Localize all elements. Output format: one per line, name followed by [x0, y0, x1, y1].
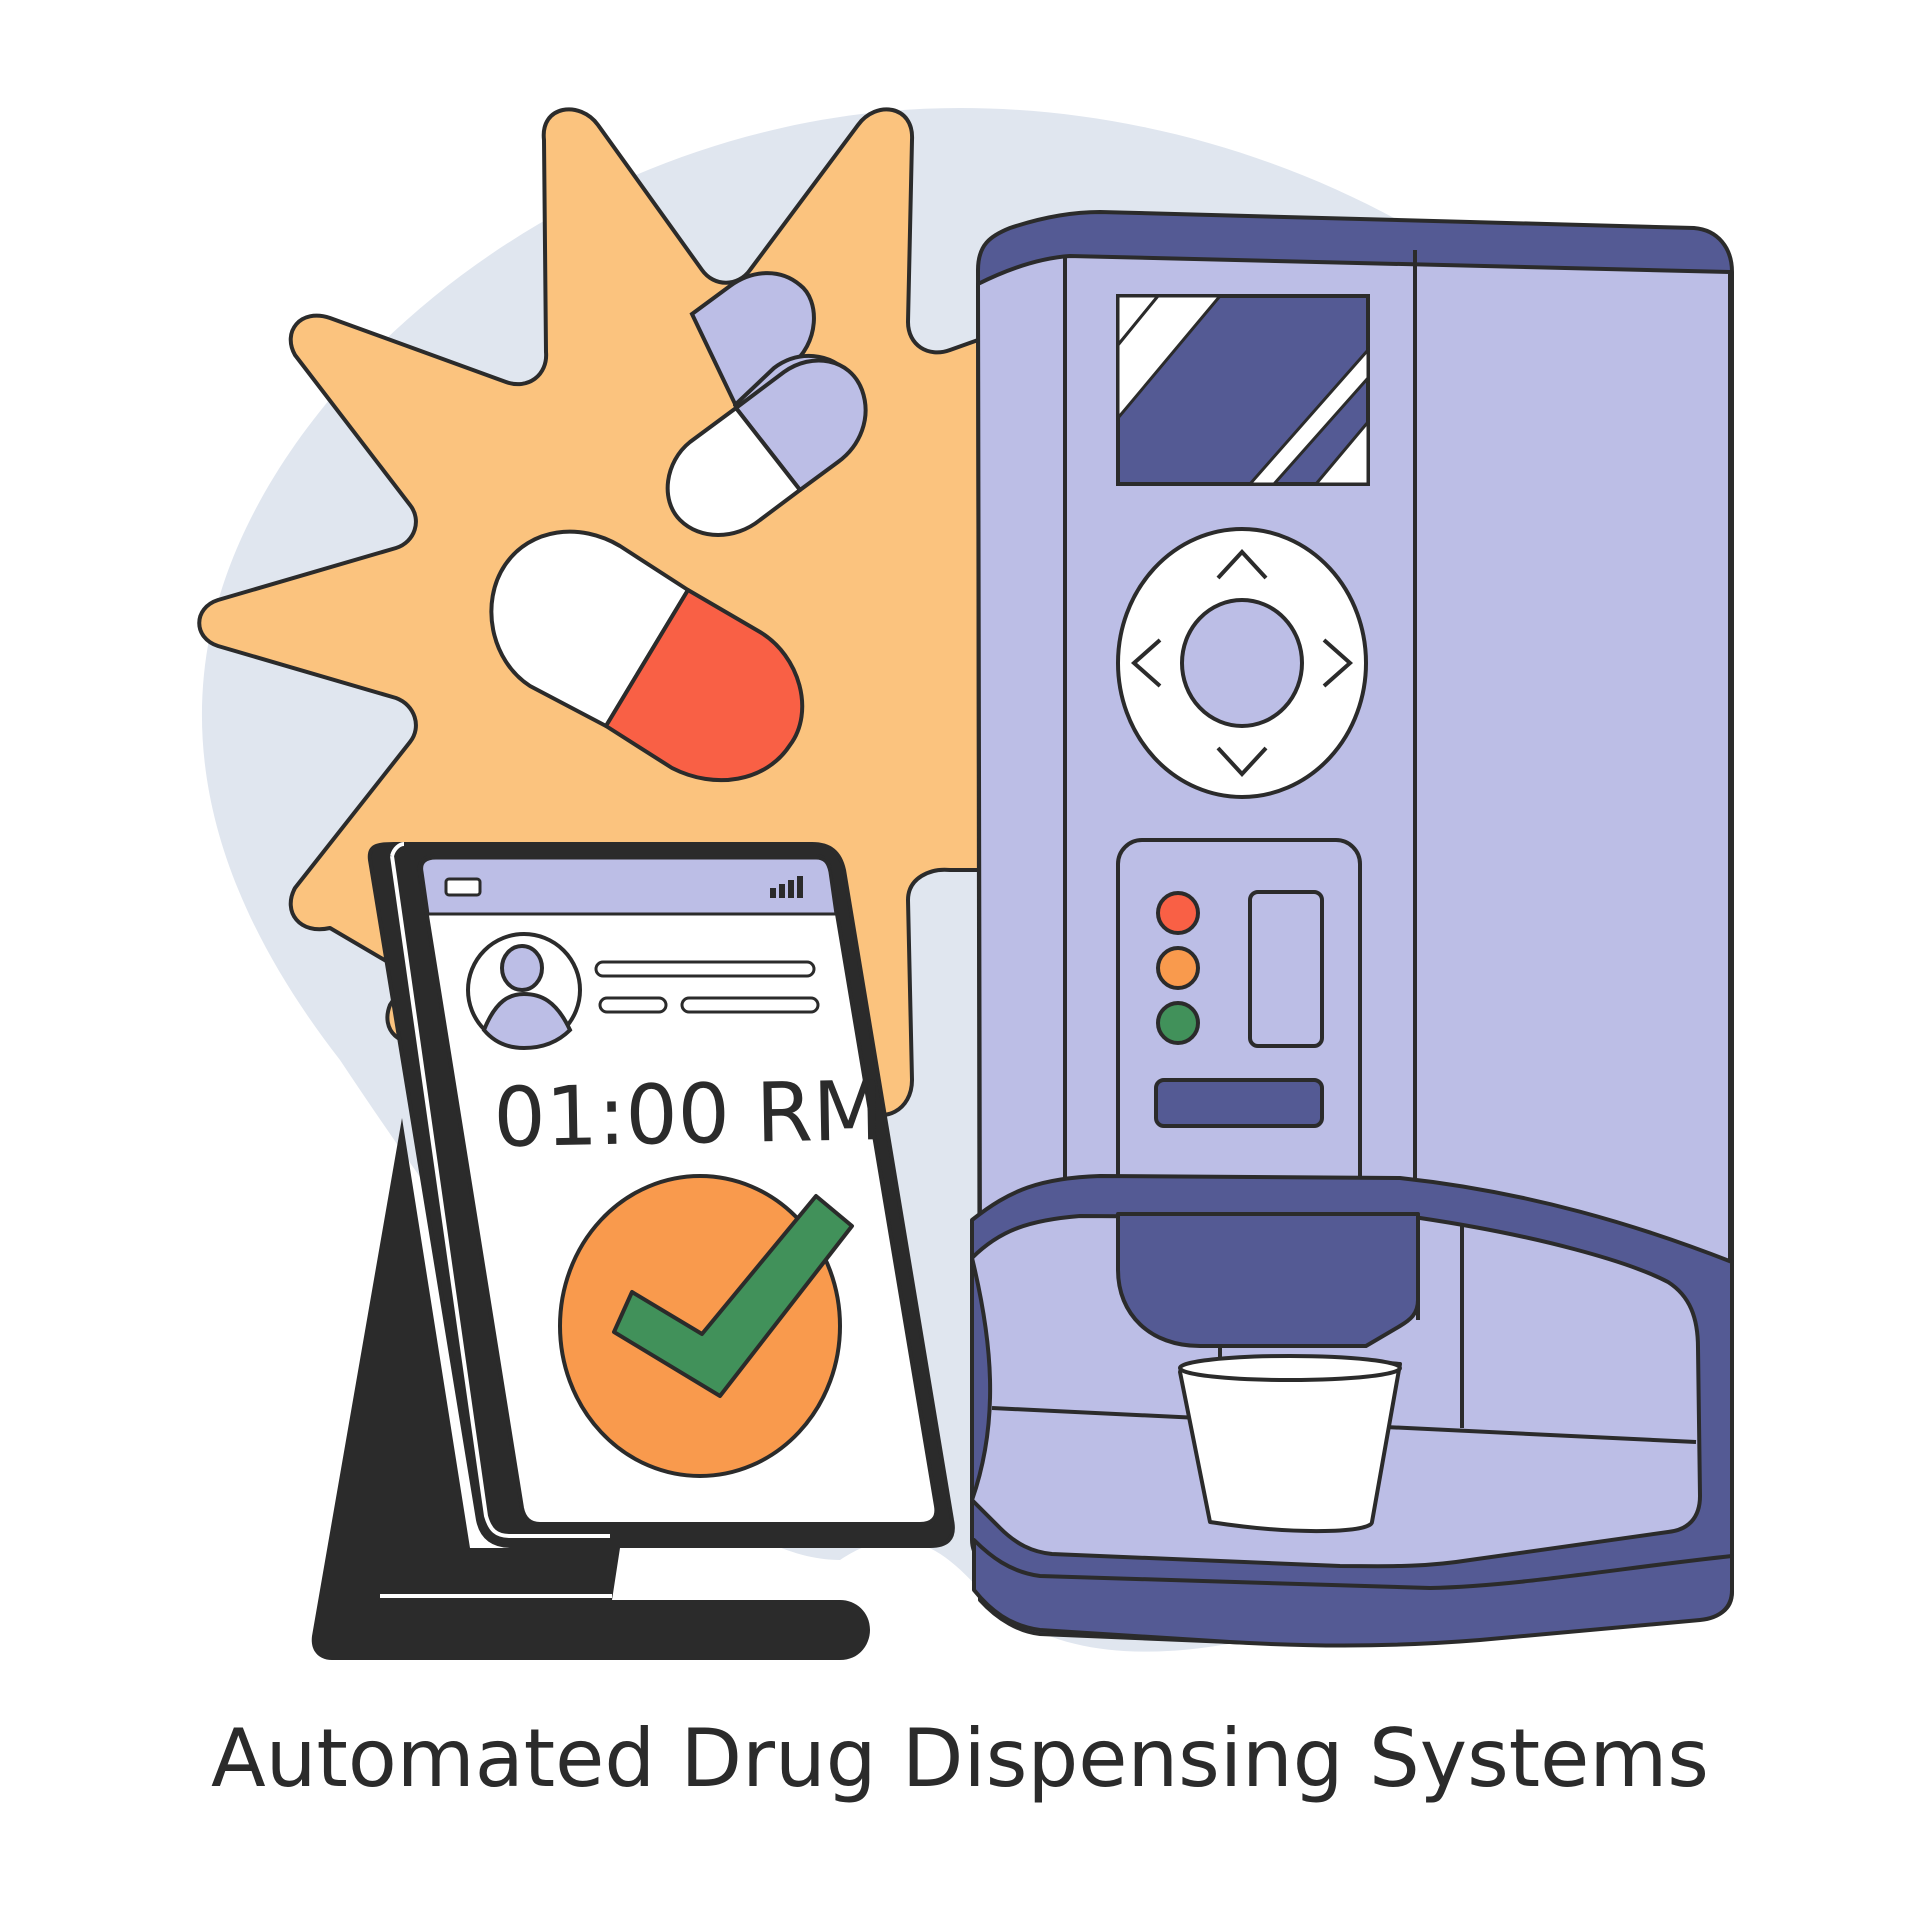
- arrow-up-icon[interactable]: [1216, 549, 1268, 580]
- arrow-down-icon[interactable]: [1216, 746, 1268, 777]
- capsule-icon-small: [689, 271, 816, 410]
- dispenser-nozzle: [1116, 1212, 1420, 1348]
- capsule-icon-large: [489, 529, 805, 783]
- dispensing-machine: [970, 210, 1734, 1648]
- tablet-stand: [311, 1118, 870, 1660]
- indicator-red: [1156, 891, 1200, 935]
- tablet-time-display: 01:00 RM: [493, 1064, 885, 1166]
- card-slot[interactable]: [1248, 890, 1324, 1048]
- signal-icon: [770, 876, 803, 898]
- profile-line-1: [594, 960, 816, 978]
- dpad-center-button[interactable]: [1180, 598, 1304, 728]
- user-avatar-icon: [466, 932, 582, 1051]
- cup-icon: [1178, 1356, 1402, 1534]
- battery-icon: [444, 877, 482, 897]
- indicator-green: [1156, 1001, 1200, 1045]
- tablet-status-bar: [420, 856, 838, 916]
- arrow-left-icon[interactable]: [1130, 638, 1162, 688]
- dispense-button[interactable]: [1154, 1078, 1324, 1128]
- tablet-device: 01:00 RM: [367, 842, 955, 1548]
- arrow-right-icon[interactable]: [1322, 638, 1354, 688]
- profile-line-2: [598, 996, 668, 1014]
- caption-title: Automated Drug Dispensing Systems: [211, 1712, 1709, 1805]
- capsule-icon-upper: [665, 358, 868, 537]
- checkmark-icon: [612, 1194, 854, 1398]
- indicator-orange: [1156, 946, 1200, 990]
- profile-line-3: [680, 996, 820, 1014]
